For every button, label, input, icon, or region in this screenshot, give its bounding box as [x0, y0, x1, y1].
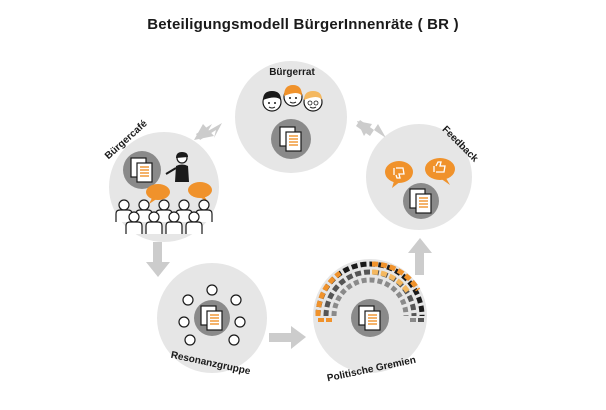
diagram-title: Beteiligungsmodell BürgerInnenräte ( BR …	[147, 16, 459, 33]
arrow-buergercafe-to-resonanzgruppe	[146, 242, 170, 277]
thumbs-up-icon	[425, 158, 455, 185]
parliament-seats-icon	[315, 261, 425, 322]
arrow-feedback-to-buergerrat	[356, 120, 386, 138]
node-feedback: Feedback	[366, 124, 480, 230]
node-politische-gremien: Politische Gremien	[313, 259, 427, 384]
people-faces-icon	[262, 85, 323, 112]
node-buergerrat: Bürgerrat	[235, 61, 347, 173]
node-buergercafe: Bürgercafé	[103, 118, 219, 242]
arrow-buergerrat-to-buergercafe	[194, 123, 222, 140]
round-table-people-icon	[178, 284, 246, 346]
label-buergerrat: Bürgerrat	[269, 67, 315, 78]
thumbs-down-icon	[385, 161, 413, 188]
node-resonanzgruppe: Resonanzgruppe	[157, 263, 267, 377]
presenter-icon	[165, 152, 189, 182]
arrow-politische-gremien-to-feedback	[408, 238, 432, 275]
arrow-resonanzgruppe-to-politische-gremien	[269, 326, 306, 349]
